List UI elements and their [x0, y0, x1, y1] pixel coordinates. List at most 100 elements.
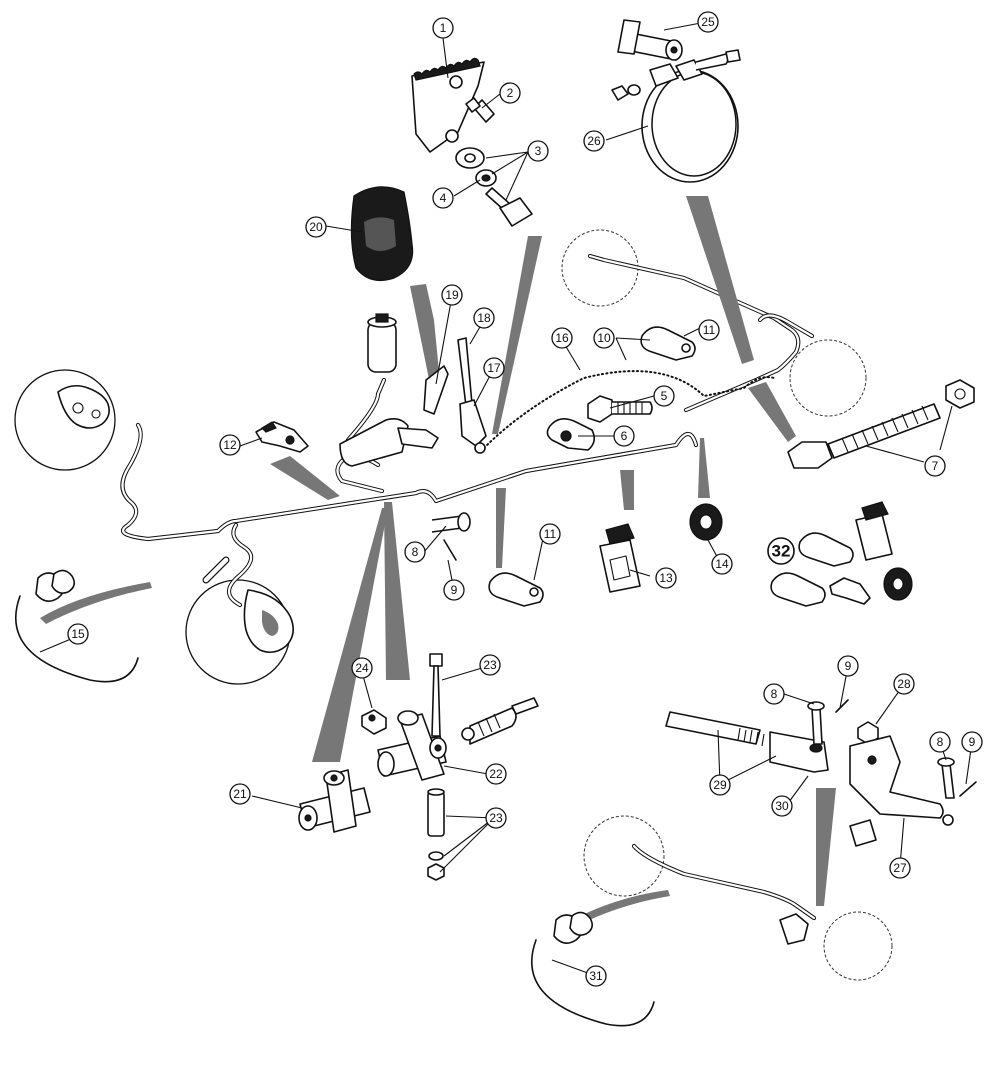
pedal-washers-3 — [455, 147, 533, 227]
callout-4: 4 — [432, 187, 454, 209]
rear-left-brake-drum — [185, 579, 294, 685]
svg-text:19: 19 — [445, 288, 459, 302]
callout-17: 17 — [483, 357, 505, 379]
svg-text:8: 8 — [412, 545, 419, 559]
svg-text:10: 10 — [597, 331, 611, 345]
clip-kit-32 — [770, 501, 913, 607]
callout-9b: 9 — [837, 655, 859, 677]
valve-assembly — [461, 697, 539, 745]
callout-19: 19 — [441, 284, 463, 306]
svg-text:3: 3 — [535, 144, 542, 158]
callout-29: 29 — [709, 774, 731, 796]
callout-22: 22 — [485, 763, 507, 785]
clevis-pin-8b — [807, 701, 825, 745]
callout-9c: 9 — [961, 731, 983, 753]
svg-text:9: 9 — [845, 659, 852, 673]
callout-26: 26 — [583, 130, 605, 152]
svg-text:6: 6 — [621, 429, 628, 443]
callout-31: 31 — [585, 965, 607, 987]
callout-25: 25 — [697, 11, 719, 33]
callout-23b: 23 — [485, 807, 507, 829]
callout-7: 7 — [924, 455, 946, 477]
svg-text:22: 22 — [489, 767, 503, 781]
callout-2: 2 — [499, 82, 521, 104]
svg-text:27: 27 — [893, 861, 907, 875]
callout-27: 27 — [889, 857, 911, 879]
callout-11b: 11 — [539, 523, 561, 545]
wheel-cylinder-hose-15 — [15, 569, 139, 683]
svg-text:8: 8 — [771, 687, 778, 701]
svg-text:12: 12 — [223, 438, 237, 452]
inset-brake-drums — [583, 815, 893, 981]
pipe-connector-25 — [617, 19, 683, 61]
svg-text:23: 23 — [483, 658, 497, 672]
front-right-brake-drum-ghost — [561, 229, 867, 417]
svg-text:30: 30 — [775, 799, 789, 813]
callout-14: 14 — [711, 553, 733, 575]
svg-text:9: 9 — [451, 583, 458, 597]
split-pin-9a — [443, 539, 457, 561]
svg-text:16: 16 — [555, 331, 569, 345]
brake-pedal-pad — [411, 57, 485, 153]
svg-text:25: 25 — [701, 15, 715, 29]
svg-text:31: 31 — [589, 969, 603, 983]
wheel-cylinder-hose-31 — [531, 911, 655, 1027]
callout-18: 18 — [473, 307, 495, 329]
callout-9a: 9 — [443, 579, 465, 601]
union-bolt-23 — [427, 653, 445, 881]
pipe-clip-12 — [255, 421, 309, 453]
split-pin-9c — [959, 781, 977, 797]
handbrake-lever-17 — [457, 337, 487, 454]
svg-text:26: 26 — [587, 134, 601, 148]
four-way-union-21 — [298, 769, 371, 833]
mounting-strap-26 — [611, 49, 741, 183]
callout-24: 24 — [351, 657, 373, 679]
callout-8a: 8 — [404, 541, 426, 563]
nut-28 — [857, 721, 879, 745]
svg-text:14: 14 — [715, 557, 729, 571]
svg-text:23: 23 — [489, 811, 503, 825]
svg-text:18: 18 — [477, 311, 491, 325]
svg-text:13: 13 — [659, 571, 673, 585]
svg-text:7: 7 — [932, 459, 939, 473]
svg-text:17: 17 — [487, 361, 501, 375]
svg-text:15: 15 — [71, 627, 85, 641]
inset-pipe-network — [631, 843, 817, 945]
callout-20: 20 — [305, 216, 327, 238]
master-cylinder — [339, 313, 449, 467]
callout-3: 3 — [527, 140, 549, 162]
callout-30: 30 — [771, 795, 793, 817]
callout-32: 32 — [767, 537, 795, 565]
spring-clip-13 — [599, 523, 641, 593]
svg-text:11: 11 — [703, 323, 716, 337]
svg-text:29: 29 — [713, 778, 727, 792]
pedal-bolt-2 — [465, 97, 495, 123]
front-left-brake-drum — [14, 369, 116, 471]
svg-text:24: 24 — [355, 661, 369, 675]
clevis-pin-8c — [937, 757, 955, 799]
callout-13: 13 — [655, 567, 677, 589]
svg-text:4: 4 — [440, 191, 447, 205]
brake-lever-27 — [849, 735, 954, 847]
callout-10: 10 — [593, 327, 615, 349]
svg-text:9: 9 — [969, 735, 976, 749]
callout-23a: 23 — [479, 654, 501, 676]
callout-15: 15 — [67, 623, 89, 645]
callout-12: 12 — [219, 434, 241, 456]
callout-1: 1 — [432, 17, 454, 39]
split-pin-9b — [835, 699, 849, 713]
svg-text:21: 21 — [233, 787, 247, 801]
svg-text:32: 32 — [772, 542, 791, 561]
callout-8c: 8 — [929, 731, 951, 753]
grommet-14 — [689, 503, 723, 541]
callout-16: 16 — [551, 327, 573, 349]
handbrake-cable-16 — [483, 370, 775, 449]
svg-text:28: 28 — [897, 677, 911, 691]
clevis-pin-8a — [431, 512, 471, 533]
clip-11-lower — [488, 572, 544, 607]
callout-11a: 11 — [698, 319, 720, 341]
pushrod-29 — [665, 711, 765, 747]
callout-6: 6 — [613, 425, 635, 447]
